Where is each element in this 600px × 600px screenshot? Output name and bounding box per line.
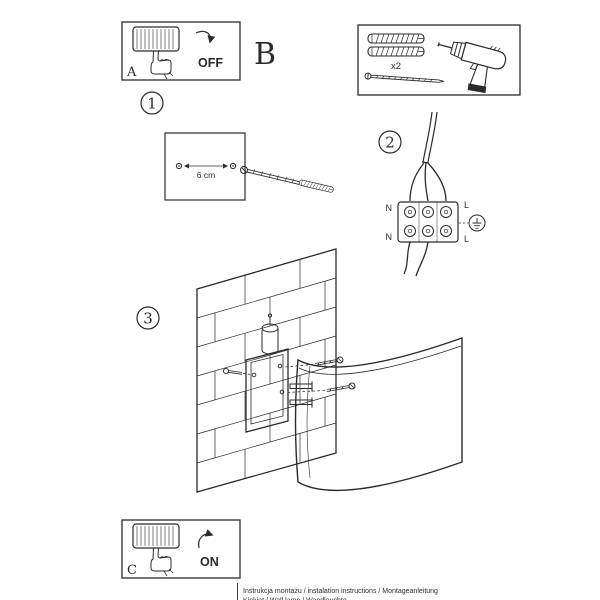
plug-count-label: x2 (391, 61, 401, 72)
power-cable-icon (403, 111, 447, 277)
mounting-plate (245, 313, 289, 433)
drill-icon (437, 41, 507, 94)
step-3-number: 3 (143, 310, 153, 328)
footer-line-2: Kinkiet / Wall lamp / Wandleuchte (243, 598, 347, 600)
section-b-label: B (254, 37, 276, 72)
terminal-n-bottom-label: N (386, 232, 393, 242)
switch-off-icon (132, 26, 180, 80)
step-3-badge (136, 306, 160, 330)
terminal-n-top-label: N (386, 203, 393, 213)
parts-box-border (357, 24, 521, 96)
lamp-shade (294, 337, 463, 492)
step-2-badge (378, 130, 402, 154)
terminal-l-top-label: L (464, 200, 469, 210)
mounting-bracket (289, 381, 313, 408)
step-1-badge (140, 91, 164, 115)
terminal-block (397, 201, 459, 243)
terminal-l-bottom-label: L (464, 234, 469, 244)
footer-line-1: Instrukcja montażu / instalation instruc… (243, 588, 438, 595)
on-label: ON (200, 555, 219, 569)
press-down-arrow-icon (195, 30, 216, 44)
screw-into-plug-icon (240, 166, 335, 194)
step-1: 1 6 cm (140, 91, 335, 201)
panel-c: ON C (121, 519, 241, 579)
off-label: OFF (198, 56, 223, 70)
panel-a-border (121, 21, 241, 81)
ground-icon (459, 214, 486, 232)
panel-c-border (121, 519, 241, 579)
mounting-screw-icon (364, 72, 444, 83)
panel-a: OFF A (121, 21, 241, 81)
fixing-screws (223, 356, 356, 393)
switch-on-icon (132, 523, 180, 577)
mounting-holes (175, 162, 237, 170)
press-up-arrow-icon (198, 529, 214, 549)
hole-distance-label: 6 cm (197, 170, 215, 180)
wall-plug-icon (367, 46, 425, 57)
panel-c-label: C (127, 563, 137, 578)
step-2: 2 N L N L (378, 111, 486, 277)
panel-a-label: A (126, 65, 137, 80)
step-3: 3 (136, 248, 463, 493)
wall-panel (196, 248, 337, 493)
step-1-number: 1 (147, 95, 157, 113)
step-2-number: 2 (385, 134, 395, 152)
parts-box: x2 (357, 24, 521, 96)
footer: Instrukcja montażu / instalation instruc… (237, 583, 438, 600)
wall-plug-icon (367, 33, 425, 44)
